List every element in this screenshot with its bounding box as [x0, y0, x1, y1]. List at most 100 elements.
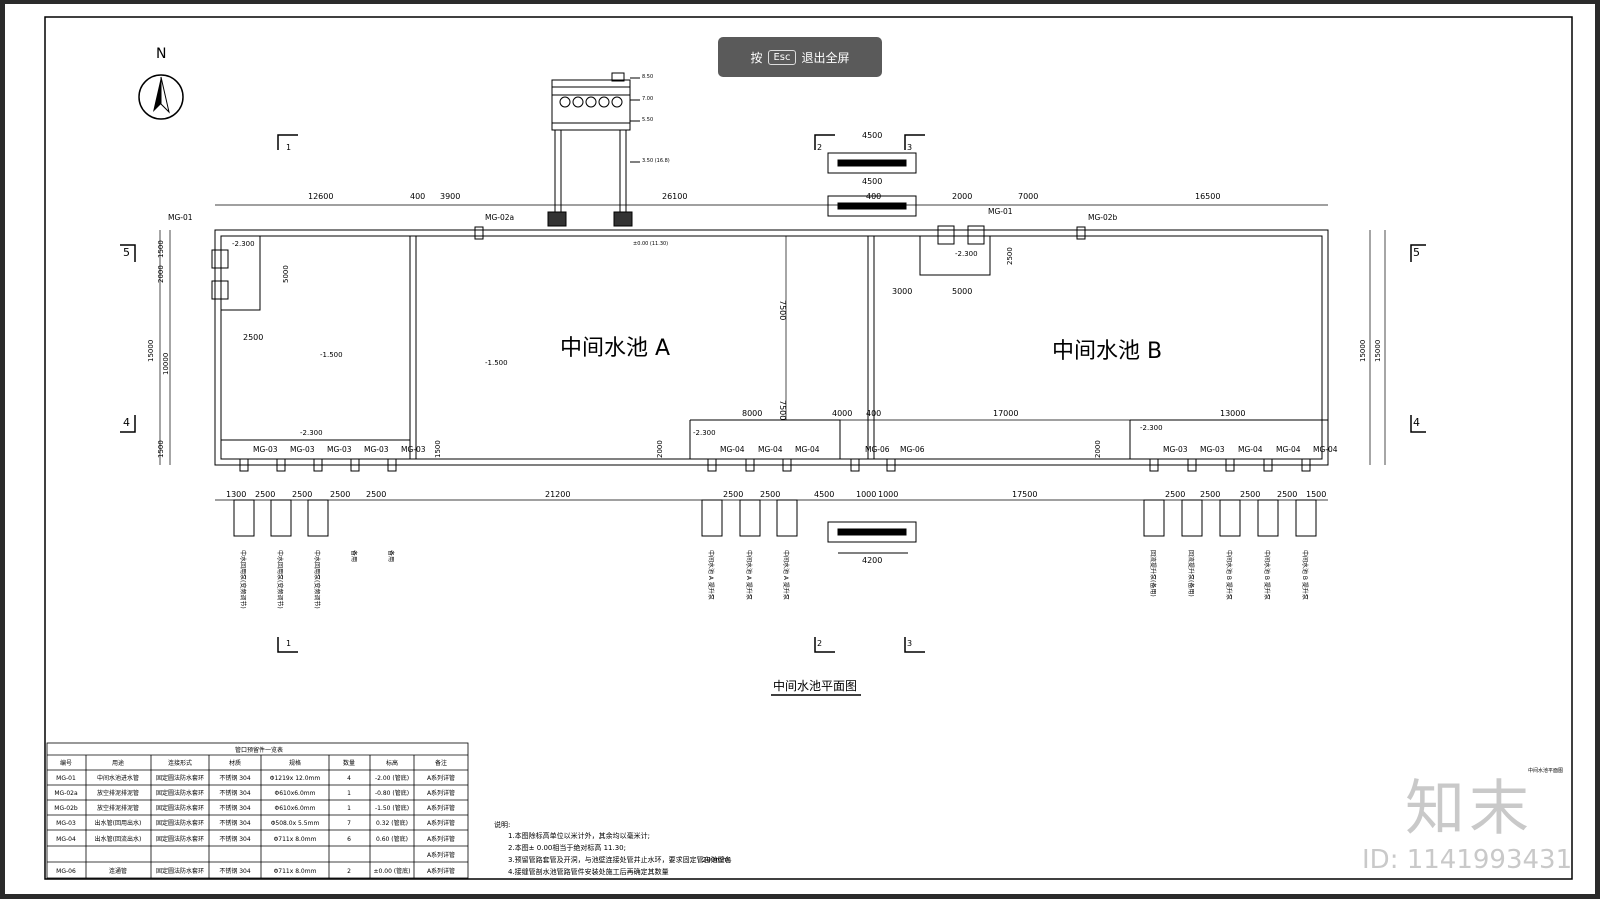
svg-text:21200: 21200 — [545, 490, 570, 499]
table-cell: A系列详管 — [427, 789, 455, 797]
north-arrow-icon: N — [138, 46, 184, 120]
svg-text:中间水池 A 提升泵: 中间水池 A 提升泵 — [782, 550, 790, 600]
toast-prefix: 按 — [750, 50, 763, 65]
svg-text:MG-06: MG-06 — [900, 445, 925, 454]
svg-text:4.接缝管剖水池管路管件安装处施工后再确定其数量: 4.接缝管剖水池管路管件安装处施工后再确定其数量 — [508, 867, 669, 876]
table-cell: 7 — [347, 820, 351, 827]
svg-text:16500: 16500 — [1195, 192, 1220, 201]
svg-text:3: 3 — [907, 639, 912, 648]
svg-text:4: 4 — [1413, 416, 1420, 429]
drawing-sheet — [5, 4, 1595, 894]
svg-text:-2.300: -2.300 — [693, 429, 716, 437]
svg-text:4500: 4500 — [814, 490, 834, 499]
bottom-dimension-texts: 1300 2500 2500 2500 2500 21200 2500 2500… — [226, 490, 1326, 499]
dim-2000-b: 2000 — [1094, 440, 1102, 458]
dim-left-15000: 15000 — [147, 340, 155, 362]
svg-text:2500: 2500 — [1200, 490, 1220, 499]
svg-text:-2.300: -2.300 — [232, 240, 255, 248]
table-cell: Φ508.0x 5.5mm — [271, 820, 320, 827]
svg-text:1500: 1500 — [1306, 490, 1326, 499]
svg-text:400: 400 — [410, 192, 425, 201]
table-cell: MG-03 — [56, 820, 76, 827]
svg-text:-2.300: -2.300 — [300, 429, 323, 437]
box-dim-1: 4500 — [862, 131, 882, 140]
table-cell: 6 — [347, 836, 351, 843]
svg-text:1: 1 — [286, 143, 291, 152]
svg-text:MG-04: MG-04 — [1313, 445, 1338, 454]
svg-text:中水回用泵(变频调节): 中水回用泵(变频调节) — [239, 550, 247, 609]
dim-2000-a: 2000 — [656, 440, 664, 458]
table-header-cell: 用途 — [112, 759, 124, 767]
table-cell: MG-01 — [56, 775, 76, 782]
pump-icons — [233, 499, 1317, 537]
svg-text:MG-03: MG-03 — [290, 445, 315, 454]
svg-text:中间水池 A 提升泵: 中间水池 A 提升泵 — [745, 550, 753, 600]
dim-left-10000: 10000 — [162, 353, 170, 375]
svg-text:-1.500: -1.500 — [320, 351, 343, 359]
exit-fullscreen-toast[interactable]: 按 Esc 退出全屏 — [718, 37, 882, 77]
dimension-lines — [159, 204, 1386, 501]
table-cell: 2 — [347, 868, 351, 875]
svg-text:MG-03: MG-03 — [1163, 445, 1188, 454]
svg-text:7000: 7000 — [1018, 192, 1038, 201]
svg-text:MG-04: MG-04 — [1276, 445, 1301, 454]
svg-text:±0.00 (11.30): ±0.00 (11.30) — [633, 241, 668, 247]
table-header-cell: 连接形式 — [168, 759, 192, 767]
table-cell: 中间水池进水管 — [97, 774, 139, 782]
table-cell: 不锈钢 304 — [219, 867, 251, 875]
svg-text:MG-04: MG-04 — [758, 445, 783, 454]
toast-suffix: 退出全屏 — [801, 50, 850, 65]
pipe-tags: MG-01 MG-02a MG-01 MG-02b MG-03 MG-03 MG… — [168, 207, 1338, 454]
svg-text:回流提升泵(备用): 回流提升泵(备用) — [1187, 550, 1195, 597]
svg-text:2500: 2500 — [330, 490, 350, 499]
table-cell: A系列详管 — [427, 774, 455, 782]
elev-panel-4: 3.50 (16.8) — [642, 158, 670, 164]
svg-text:2500: 2500 — [1240, 490, 1260, 499]
middle-dimension-texts: 8000 4000 400 17000 13000 3000 5000 2500 — [243, 287, 1245, 418]
corner-title: 中间水池平面图 — [1528, 767, 1563, 774]
table-cell: Φ711x 8.0mm — [274, 836, 317, 843]
pipe-schedule-table — [46, 742, 469, 879]
elevation-panel — [547, 72, 640, 227]
sleeve-details — [827, 152, 917, 554]
table-cell: -2.00 (管底) — [375, 774, 409, 782]
table-cell: 4 — [347, 775, 351, 782]
svg-text:3900: 3900 — [440, 192, 460, 201]
svg-text:1.本图除标高单位以米计外，其余均以毫米计;: 1.本图除标高单位以米计外，其余均以毫米计; — [508, 831, 650, 840]
table-header-cell: 材质 — [229, 759, 241, 767]
svg-text:5: 5 — [123, 246, 130, 259]
svg-text:MG-03: MG-03 — [253, 445, 278, 454]
section-markers — [120, 134, 1426, 653]
table-cell: 固定圆法防水套环 — [156, 774, 204, 782]
svg-text:MG-04: MG-04 — [720, 445, 745, 454]
dim-right-15000: 15000 — [1359, 340, 1367, 362]
svg-text:MG-04: MG-04 — [1238, 445, 1263, 454]
table-cell: A系列详管 — [427, 804, 455, 812]
svg-text:1300: 1300 — [226, 490, 246, 499]
svg-text:2: 2 — [817, 143, 822, 152]
table-cell: 固定圆法防水套环 — [156, 819, 204, 827]
pipe-markers — [211, 225, 1311, 472]
sheet-border — [44, 16, 1573, 880]
svg-text:5000: 5000 — [952, 287, 972, 296]
dim-left-2000: 2000 — [157, 265, 165, 283]
elev-panel-3: 5.50 — [642, 117, 653, 123]
table-cell: 固定圆法防水套环 — [156, 835, 204, 843]
svg-text:中间水池 B 提升泵: 中间水池 B 提升泵 — [1301, 550, 1309, 600]
svg-text:MG-03: MG-03 — [401, 445, 426, 454]
table-cell: 1 — [347, 790, 351, 797]
svg-text:8000: 8000 — [742, 409, 762, 418]
sleeve-dim: 4200 — [862, 556, 882, 565]
table-cell: Φ610x6.0mm — [275, 805, 316, 812]
table-cell: 不锈钢 304 — [219, 774, 251, 782]
notes: 说明: 1.本图除标高单位以米计外，其余均以毫米计; 2.本图± 0.00相当于… — [494, 820, 732, 876]
pump-labels: 中水回用泵(变频调节) 中水回用泵(变频调节) 中水回用泵(变频调节) 备用 备… — [239, 550, 1309, 609]
svg-text:2.本图± 0.00相当于绝对标高 11.30;: 2.本图± 0.00相当于绝对标高 11.30; — [508, 843, 626, 852]
north-label: N — [156, 46, 166, 62]
svg-text:2500: 2500 — [255, 490, 275, 499]
svg-text:中间水池 B 提升泵: 中间水池 B 提升泵 — [1225, 550, 1233, 600]
table-cell: 固定圆法防水套环 — [156, 789, 204, 797]
table-cell: 不锈钢 304 — [219, 789, 251, 797]
table-cell: -1.50 (管底) — [375, 804, 409, 812]
